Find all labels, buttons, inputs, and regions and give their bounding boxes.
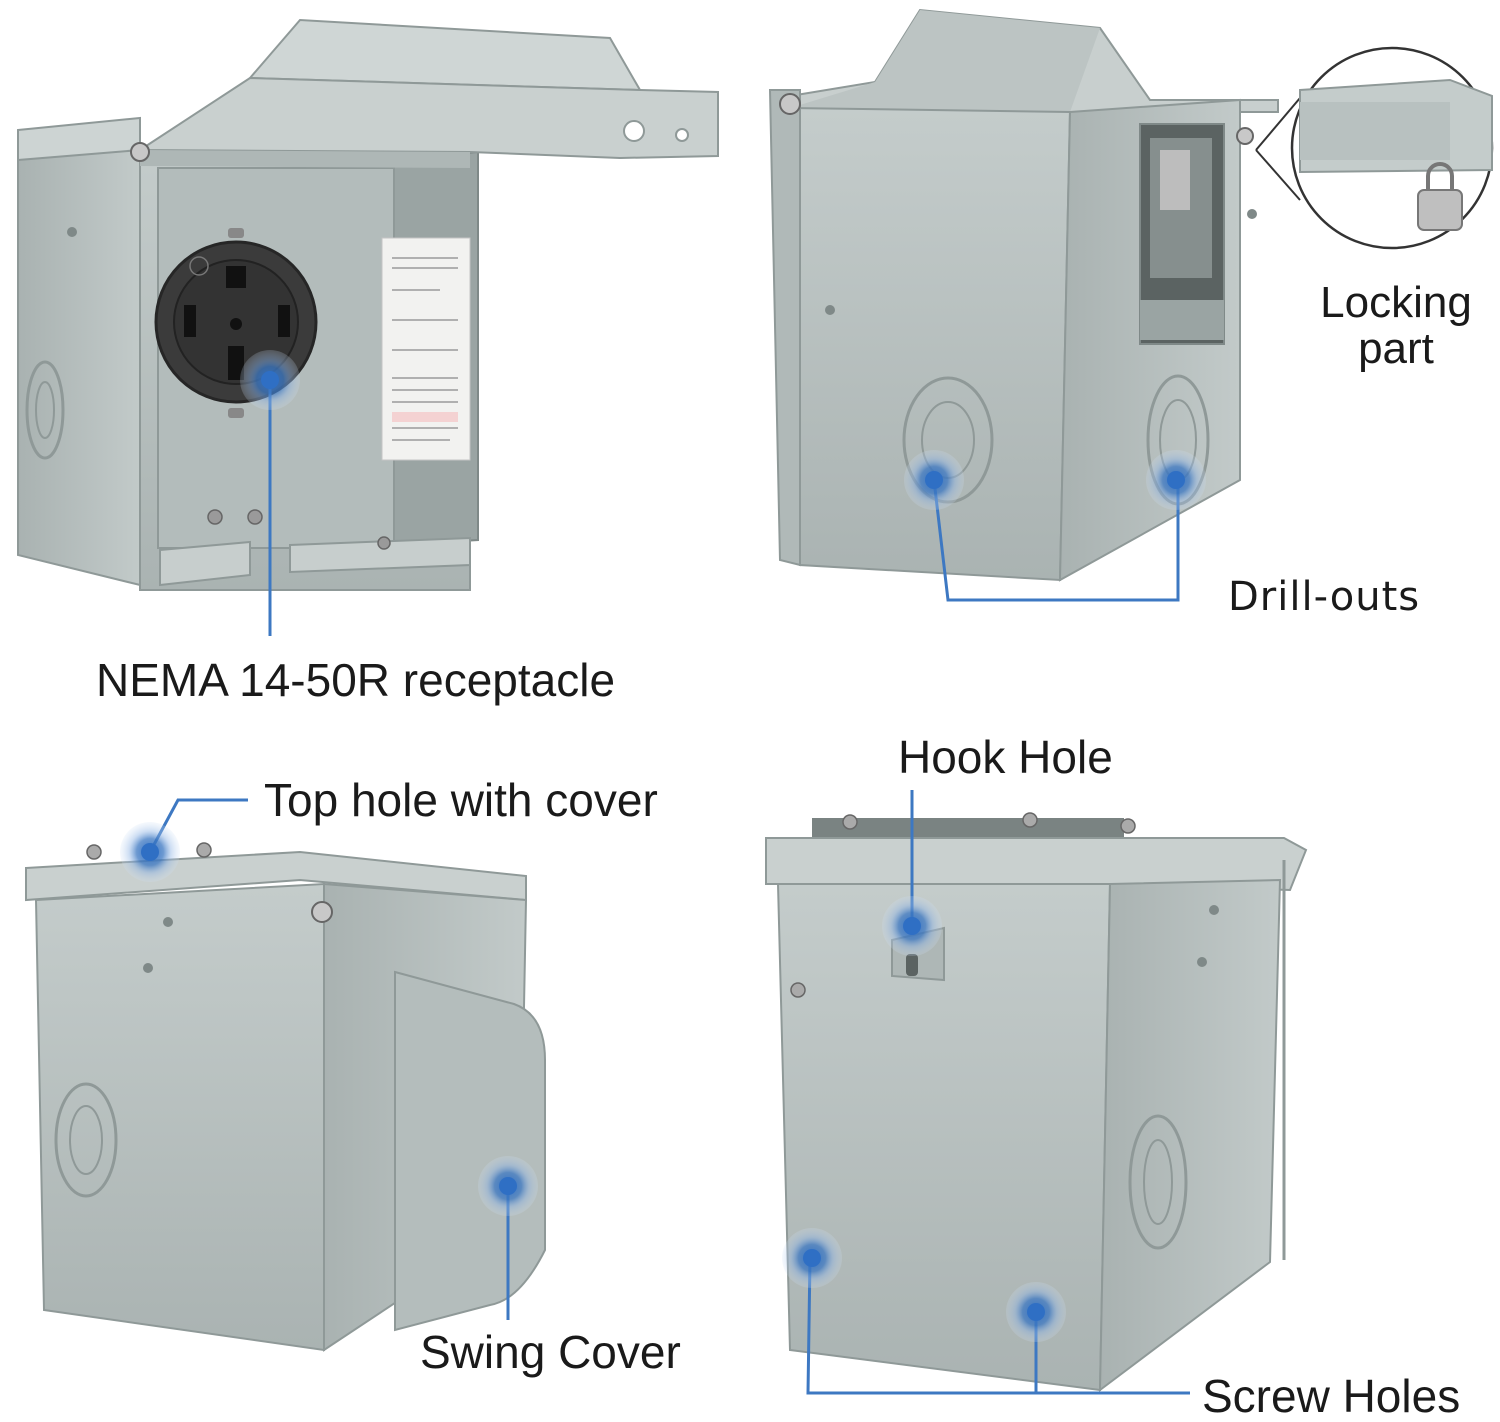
side-enclosure-view: [25, 842, 546, 1352]
top-hole-callout: [120, 798, 248, 882]
locking-part-label: Locking part: [1312, 278, 1480, 374]
open-enclosure-view: [17, 18, 719, 591]
back-enclosure-view: [765, 812, 1308, 1393]
drill-outs-label: Drill-outs: [1228, 574, 1421, 620]
screw-holes-callout: [782, 1228, 1190, 1395]
hook-hole-callout: [882, 790, 942, 956]
top-hole-label: Top hole with cover: [264, 774, 658, 826]
locking-label-line1: Locking: [1320, 278, 1472, 327]
receptacle-callout: [240, 350, 300, 636]
padlock-icon: [1417, 162, 1463, 231]
swing-cover-callout: [478, 1156, 538, 1320]
locking-part-inset: [1255, 46, 1494, 250]
locking-label-line2: part: [1358, 324, 1434, 374]
swing-cover-label: Swing Cover: [420, 1326, 681, 1378]
receptacle-label: NEMA 14-50R receptacle: [96, 654, 616, 706]
hook-hole-label: Hook Hole: [898, 731, 1113, 783]
drill-outs-callout: [904, 450, 1206, 602]
screw-holes-label: Screw Holes: [1202, 1370, 1461, 1422]
